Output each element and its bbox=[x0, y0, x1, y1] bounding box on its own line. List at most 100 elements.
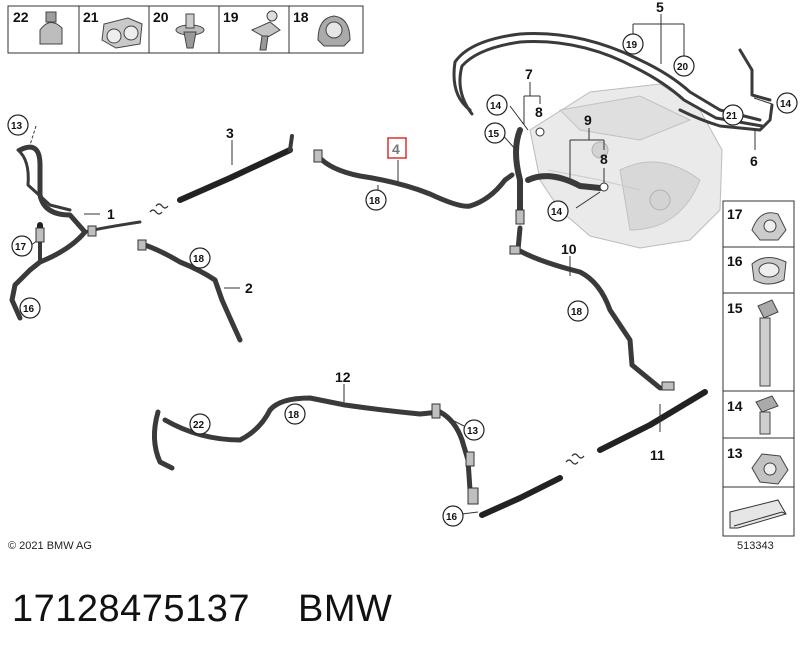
circled-16-lower: 16 bbox=[442, 505, 464, 527]
top-part-20[interactable]: 20 bbox=[153, 9, 205, 49]
pipe-line-11[interactable] bbox=[597, 389, 708, 453]
part-number-label: 16 bbox=[727, 253, 743, 269]
diagram-number: 513343 bbox=[737, 540, 774, 552]
circled-21: 21 bbox=[722, 104, 744, 126]
circled-18-hose-4: 18 bbox=[365, 189, 387, 211]
callout-12: 12 bbox=[335, 369, 351, 385]
circled-22: 22 bbox=[189, 413, 211, 435]
pipe-line-5[interactable] bbox=[452, 32, 764, 128]
top-part-22[interactable]: 22 bbox=[13, 9, 63, 45]
next-page-arrow-icon[interactable] bbox=[729, 499, 787, 529]
hose-line-2[interactable] bbox=[139, 241, 243, 343]
hose-line-4[interactable] bbox=[315, 153, 515, 209]
part-number-label: 21 bbox=[83, 9, 99, 25]
break-mark-left bbox=[149, 203, 169, 215]
callout-2: 2 bbox=[245, 280, 253, 296]
part-number-label: 17 bbox=[727, 206, 743, 222]
hose-line-9[interactable] bbox=[525, 173, 603, 191]
circled-18-pipe-10: 18 bbox=[567, 300, 589, 322]
electric-motor-unit bbox=[529, 83, 723, 249]
callout-8-lower: 8 bbox=[600, 151, 608, 167]
circled-18-hose-12: 18 bbox=[284, 403, 306, 425]
side-part-16[interactable]: 16 bbox=[727, 253, 787, 285]
svg-text:21: 21 bbox=[726, 111, 738, 122]
part-number-label: 14 bbox=[727, 398, 743, 414]
circled-labels: 13 17 16 18 18 19 20 14 15 21 14 14 18 2… bbox=[7, 33, 798, 527]
callout-9: 9 bbox=[584, 112, 592, 128]
part-info-line: 17128475137 BMW bbox=[12, 588, 392, 631]
callout-1: 1 bbox=[107, 206, 115, 222]
circled-14-mid: 14 bbox=[547, 200, 569, 222]
top-part-19[interactable]: 19 bbox=[223, 9, 281, 51]
svg-text:18: 18 bbox=[193, 254, 205, 265]
bracket-clip-icon bbox=[317, 15, 351, 47]
circled-17: 17 bbox=[11, 235, 33, 257]
callout-4: 4 bbox=[392, 141, 400, 157]
callout-6: 6 bbox=[750, 153, 758, 169]
clamp-icon bbox=[39, 11, 63, 45]
side-part-15[interactable]: 15 bbox=[727, 299, 779, 387]
inline-clips bbox=[35, 127, 675, 505]
callout-8-upper: 8 bbox=[535, 104, 543, 120]
pipe-line-16[interactable] bbox=[479, 475, 563, 518]
circled-14-top: 14 bbox=[486, 94, 508, 116]
side-part-13[interactable]: 13 bbox=[727, 445, 789, 485]
long-bolt-icon bbox=[757, 299, 779, 387]
svg-text:14: 14 bbox=[780, 99, 792, 110]
circled-14-right: 14 bbox=[776, 92, 798, 114]
leader-lines bbox=[29, 14, 773, 515]
svg-text:20: 20 bbox=[677, 62, 689, 73]
top-parts-strip: 22 21 20 19 bbox=[7, 5, 364, 54]
svg-text:18: 18 bbox=[288, 410, 300, 421]
part-number-label: 18 bbox=[293, 9, 309, 25]
side-part-14[interactable]: 14 bbox=[727, 395, 779, 435]
break-mark-right bbox=[565, 453, 585, 465]
svg-text:14: 14 bbox=[551, 207, 563, 218]
svg-text:17: 17 bbox=[15, 242, 27, 253]
top-part-21[interactable]: 21 bbox=[83, 9, 143, 49]
circled-16-left: 16 bbox=[19, 297, 41, 319]
callout-11: 11 bbox=[650, 447, 665, 463]
copyright-notice: © 2021 BMW AG bbox=[8, 540, 92, 552]
svg-text:18: 18 bbox=[369, 196, 381, 207]
circled-20: 20 bbox=[673, 55, 695, 77]
top-part-18[interactable]: 18 bbox=[293, 9, 351, 47]
hose-clip-icon bbox=[250, 10, 281, 51]
circled-19: 19 bbox=[622, 33, 644, 55]
callout-4-highlighted[interactable]: 4 bbox=[387, 137, 407, 159]
svg-text:16: 16 bbox=[23, 304, 35, 315]
hex-nut-icon bbox=[751, 453, 789, 485]
svg-text:13: 13 bbox=[467, 426, 479, 437]
svg-text:14: 14 bbox=[490, 101, 502, 112]
brand-name: BMW bbox=[297, 588, 393, 630]
push-rivet-icon bbox=[175, 13, 205, 49]
pipe-line-3[interactable] bbox=[177, 134, 294, 203]
hose-line-12[interactable] bbox=[152, 395, 473, 493]
part-number-label: 20 bbox=[153, 9, 169, 25]
svg-text:13: 13 bbox=[11, 121, 23, 132]
circled-15: 15 bbox=[484, 122, 506, 144]
short-bolt-icon bbox=[755, 395, 779, 435]
circled-13-top-left: 13 bbox=[7, 114, 29, 136]
svg-text:19: 19 bbox=[626, 40, 638, 51]
side-part-17[interactable]: 17 bbox=[727, 206, 787, 241]
hose-line-1[interactable] bbox=[9, 144, 142, 321]
callout-3: 3 bbox=[226, 125, 234, 141]
double-clip-icon bbox=[101, 17, 143, 49]
side-parts-column: 17 16 15 14 bbox=[722, 200, 795, 537]
part-number-label: 15 bbox=[727, 300, 743, 316]
callout-5: 5 bbox=[656, 0, 664, 15]
callout-7: 7 bbox=[525, 66, 533, 82]
hose-line-7[interactable] bbox=[513, 127, 523, 213]
pipe-line-6[interactable] bbox=[678, 48, 774, 132]
hose-bracket-icon bbox=[751, 212, 787, 241]
part-number-label: 19 bbox=[223, 9, 239, 25]
svg-text:15: 15 bbox=[488, 129, 500, 140]
callout-10: 10 bbox=[561, 241, 577, 257]
part-number: 17128475137 bbox=[12, 588, 250, 630]
svg-text:18: 18 bbox=[571, 307, 583, 318]
part-number-label: 22 bbox=[13, 9, 29, 25]
pipe-line-10[interactable] bbox=[515, 225, 663, 391]
spring-clip-icon bbox=[751, 257, 787, 285]
